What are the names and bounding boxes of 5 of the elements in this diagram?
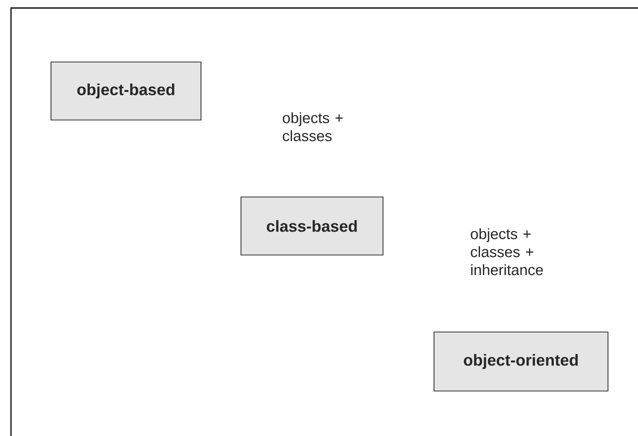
box: object-based [50, 62, 202, 120]
annotation: objects + classes + inheritance [470, 228, 543, 276]
annotation: objects + classes [282, 112, 343, 142]
box: object-oriented [434, 332, 608, 392]
box: class-based [240, 196, 384, 256]
